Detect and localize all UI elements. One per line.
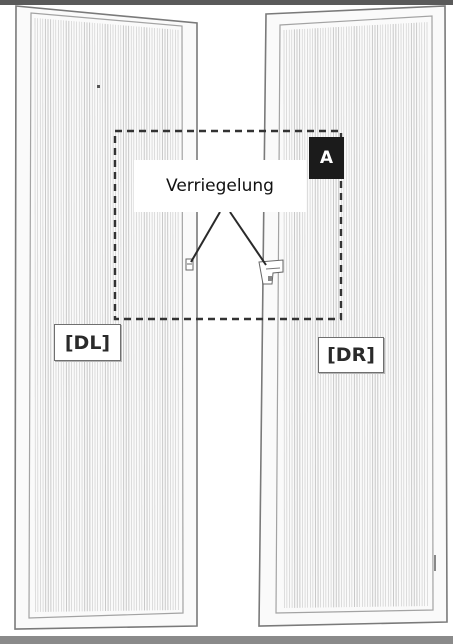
latch-right — [258, 259, 284, 285]
bottom-edge-shadow — [0, 636, 453, 644]
scan-mark — [434, 555, 436, 571]
door-right-outline — [258, 5, 448, 627]
door-left-outline — [14, 5, 198, 630]
panel-label-right: [DR] — [318, 337, 384, 373]
door-right-inner-frame — [275, 15, 434, 614]
door-left-inner-frame — [28, 12, 184, 619]
detail-badge: A — [309, 137, 344, 179]
callout-leader-right — [229, 211, 267, 266]
door-right — [258, 5, 448, 627]
door-left — [14, 5, 198, 630]
callout-leader-left — [190, 211, 221, 263]
scan-mark — [97, 85, 100, 88]
top-edge-shadow — [0, 0, 453, 5]
door-right-slats — [283, 22, 428, 609]
detail-frame — [113, 129, 343, 321]
panel-label-left: [DL] — [54, 324, 121, 361]
latch-left — [185, 258, 194, 271]
callout-label: Verriegelung — [134, 160, 306, 212]
